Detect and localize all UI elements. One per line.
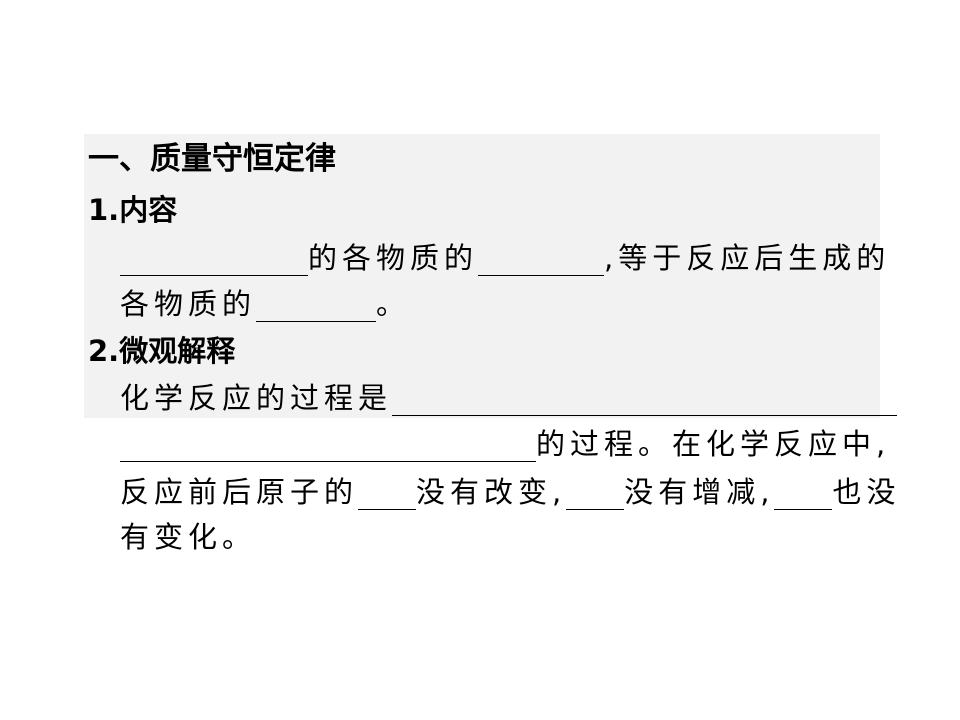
subheading-micro: 2.微观解释 <box>88 337 235 366</box>
blank-reactants[interactable] <box>120 241 308 276</box>
micro-line-1-text: 化学反应的过程是 <box>120 381 393 415</box>
blank-process-2[interactable] <box>120 427 536 462</box>
highlight-panel <box>84 134 880 418</box>
content-line-2-text-b: 。 <box>376 287 411 321</box>
content-line-2-text-a: 各物质的 <box>120 287 257 321</box>
blank-process-1[interactable] <box>392 381 898 416</box>
subheading-content: 1.内容 <box>88 196 177 225</box>
blank-atom-mass[interactable] <box>774 475 833 510</box>
blank-atom-count[interactable] <box>566 475 625 510</box>
micro-line-3-text-c: 没有增减, <box>624 475 775 509</box>
micro-line-3-text-a: 反应前后原子的 <box>120 475 359 509</box>
blank-mass-total-1[interactable] <box>478 241 605 276</box>
subheading-micro-text: 2.微观解释 <box>88 334 236 368</box>
blank-atom-type[interactable] <box>358 475 417 510</box>
content-line-2: 各物质的 。 <box>120 287 410 322</box>
subheading-content-text: 1.内容 <box>88 193 178 227</box>
micro-line-4: 有变化。 <box>120 523 256 552</box>
content-line-1: 的各物质的 ,等于反应后生成的 <box>120 241 890 276</box>
micro-line-4-text: 有变化。 <box>120 520 257 554</box>
content-line-1-text-a: 的各物质的 <box>308 241 479 275</box>
blank-mass-total-2[interactable] <box>256 287 377 322</box>
heading-text: 一、质量守恒定律 <box>88 141 336 177</box>
micro-line-1: 化学反应的过程是 <box>120 381 898 416</box>
micro-line-3-text-b: 没有改变, <box>416 475 567 509</box>
micro-line-2-text: 的过程。在化学反应中, <box>536 427 891 461</box>
content-line-1-text-b: ,等于反应后生成的 <box>604 241 891 275</box>
section-heading: 一、质量守恒定律 <box>88 144 336 175</box>
micro-line-3: 反应前后原子的 没有改变, 没有增减, 也没 <box>120 475 900 510</box>
micro-line-3-text-d: 也没 <box>832 475 901 509</box>
micro-line-2: 的过程。在化学反应中, <box>120 427 890 462</box>
